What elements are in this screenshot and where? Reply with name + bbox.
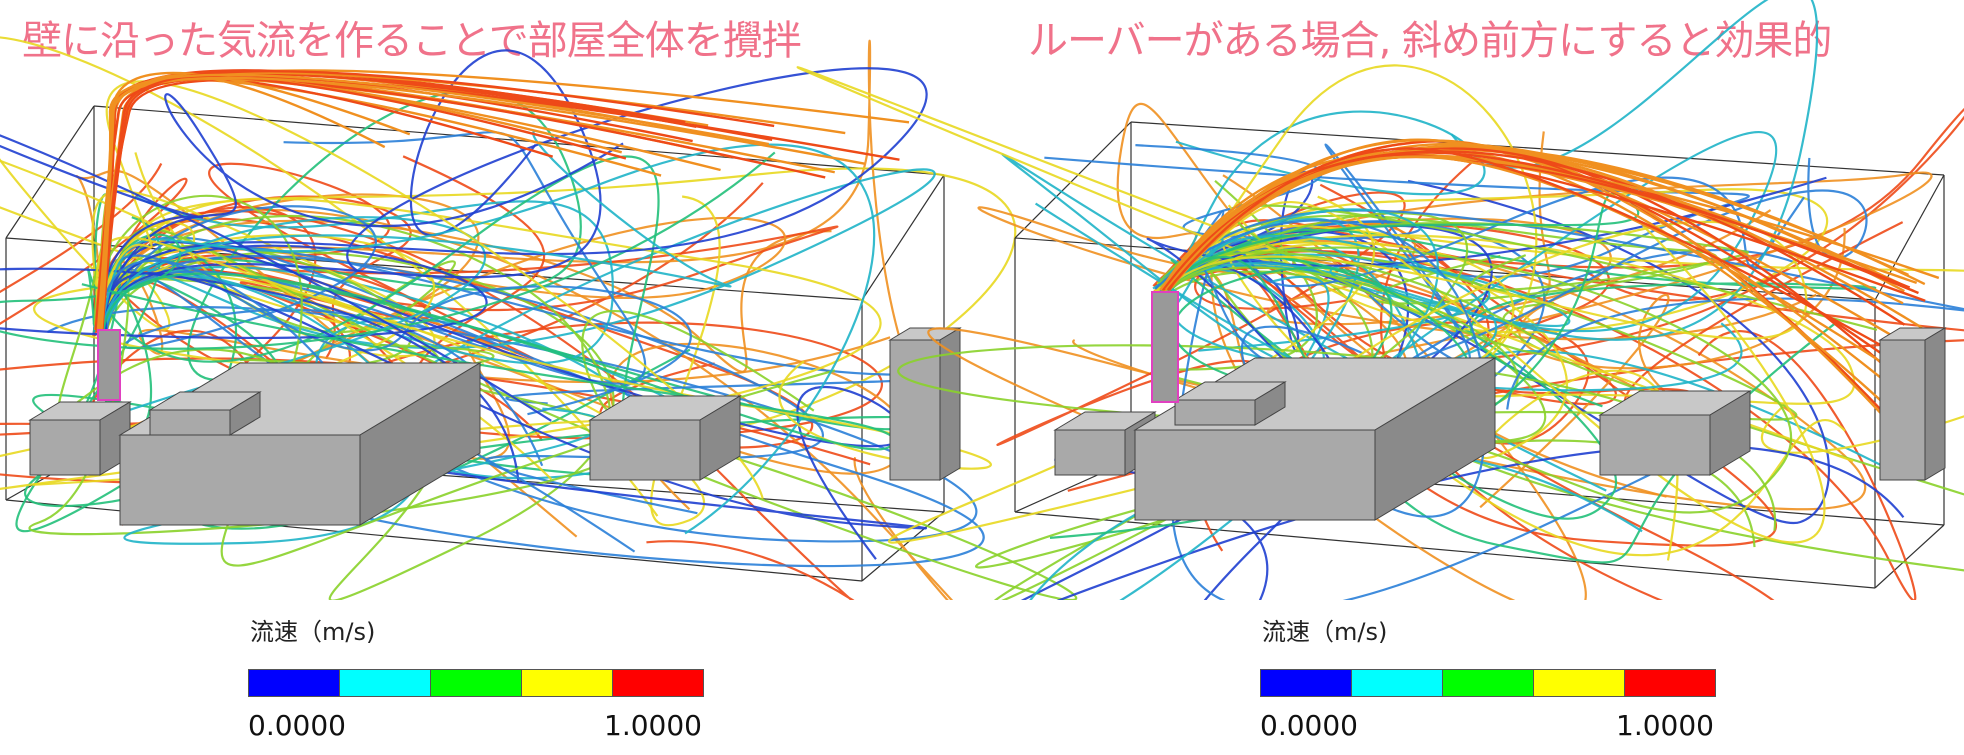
streamline: [100, 73, 769, 331]
streamline: [1166, 147, 1935, 377]
left-dining-table: [589, 419, 701, 481]
right-air-conditioner: [1151, 291, 1179, 403]
color-swatch-cyan: [340, 670, 431, 696]
right-cabinet: [1879, 339, 1926, 481]
streamline: [15, 216, 238, 533]
right-velocity-legend: 流速（m/s) 0.0000 1.0000: [1260, 612, 1730, 742]
streamline: [103, 195, 721, 527]
legend-title: 流速（m/s): [1262, 618, 1388, 646]
right-cabinet: [1924, 327, 1946, 481]
streamline: [81, 272, 896, 451]
streamline: [94, 80, 764, 499]
streamline: [1154, 219, 1487, 518]
streamline: [1159, 0, 1819, 341]
streamline: [1116, 102, 1667, 498]
streamline: [99, 69, 910, 331]
legend-max: 1.0000: [604, 709, 702, 742]
left-furniture: [29, 419, 101, 476]
right-room-edge: [1014, 121, 1132, 239]
color-swatch-red: [613, 670, 703, 696]
color-swatch-cyan: [1352, 670, 1443, 696]
streamline: [0, 151, 776, 350]
left-room-edge: [5, 105, 95, 239]
color-scale-bar: [248, 669, 704, 697]
left-air-conditioner: [97, 329, 121, 401]
streamline: [1163, 221, 1904, 414]
streamline: [98, 39, 913, 374]
streamline: [102, 67, 928, 333]
streamline: [1152, 64, 1538, 435]
streamline: [1155, 246, 1793, 514]
color-swatch-red: [1625, 670, 1715, 696]
right-room-edge: [1874, 524, 1945, 589]
streamline-visualizations: [0, 0, 1964, 600]
streamline: [95, 93, 624, 330]
streamline: [1158, 204, 1878, 355]
color-swatch-yellow: [522, 670, 613, 696]
color-swatch-blue: [1261, 670, 1352, 696]
right-furniture: [1054, 429, 1126, 476]
streamline: [1159, 155, 1940, 291]
left-table: [149, 409, 231, 436]
streamline: [1160, 210, 1711, 600]
streamline: [1155, 260, 1964, 572]
right-sofa: [1134, 429, 1376, 521]
streamline: [1159, 220, 1808, 469]
streamline: [96, 275, 606, 545]
right-table: [1174, 399, 1256, 426]
right-dining-table: [1599, 414, 1711, 476]
left-velocity-legend: 流速（m/s) 0.0000 1.0000: [248, 612, 718, 742]
streamline: [0, 244, 520, 483]
streamline: [1156, 170, 1314, 353]
right-room-edge: [1014, 511, 1876, 589]
left-room-edge: [93, 105, 945, 176]
streamline: [103, 215, 815, 412]
color-swatch-yellow: [1534, 670, 1625, 696]
left-panel-title: 壁に沿った気流を作ることで部屋全体を攪拌: [22, 18, 802, 64]
streamline: [0, 134, 552, 422]
left-sofa: [119, 434, 361, 526]
streamline: [1020, 224, 1905, 600]
color-scale-bar: [1260, 669, 1716, 697]
legend-max: 1.0000: [1616, 709, 1714, 742]
streamline: [1163, 228, 1877, 408]
streamline: [100, 70, 775, 331]
left-room-edge: [861, 174, 945, 301]
streamline: [1159, 234, 1856, 419]
streamline: [102, 168, 936, 510]
left-cabinet: [889, 339, 941, 481]
streamline: [101, 129, 732, 334]
streamline: [98, 49, 602, 334]
streamline: [1164, 255, 1839, 564]
color-swatch-blue: [249, 670, 340, 696]
color-swatch-green: [1443, 670, 1534, 696]
streamline: [1161, 224, 1964, 454]
color-swatch-green: [431, 670, 522, 696]
legend-title: 流速（m/s): [250, 618, 376, 646]
legend-min: 0.0000: [1260, 709, 1358, 742]
legend-min: 0.0000: [248, 709, 346, 742]
